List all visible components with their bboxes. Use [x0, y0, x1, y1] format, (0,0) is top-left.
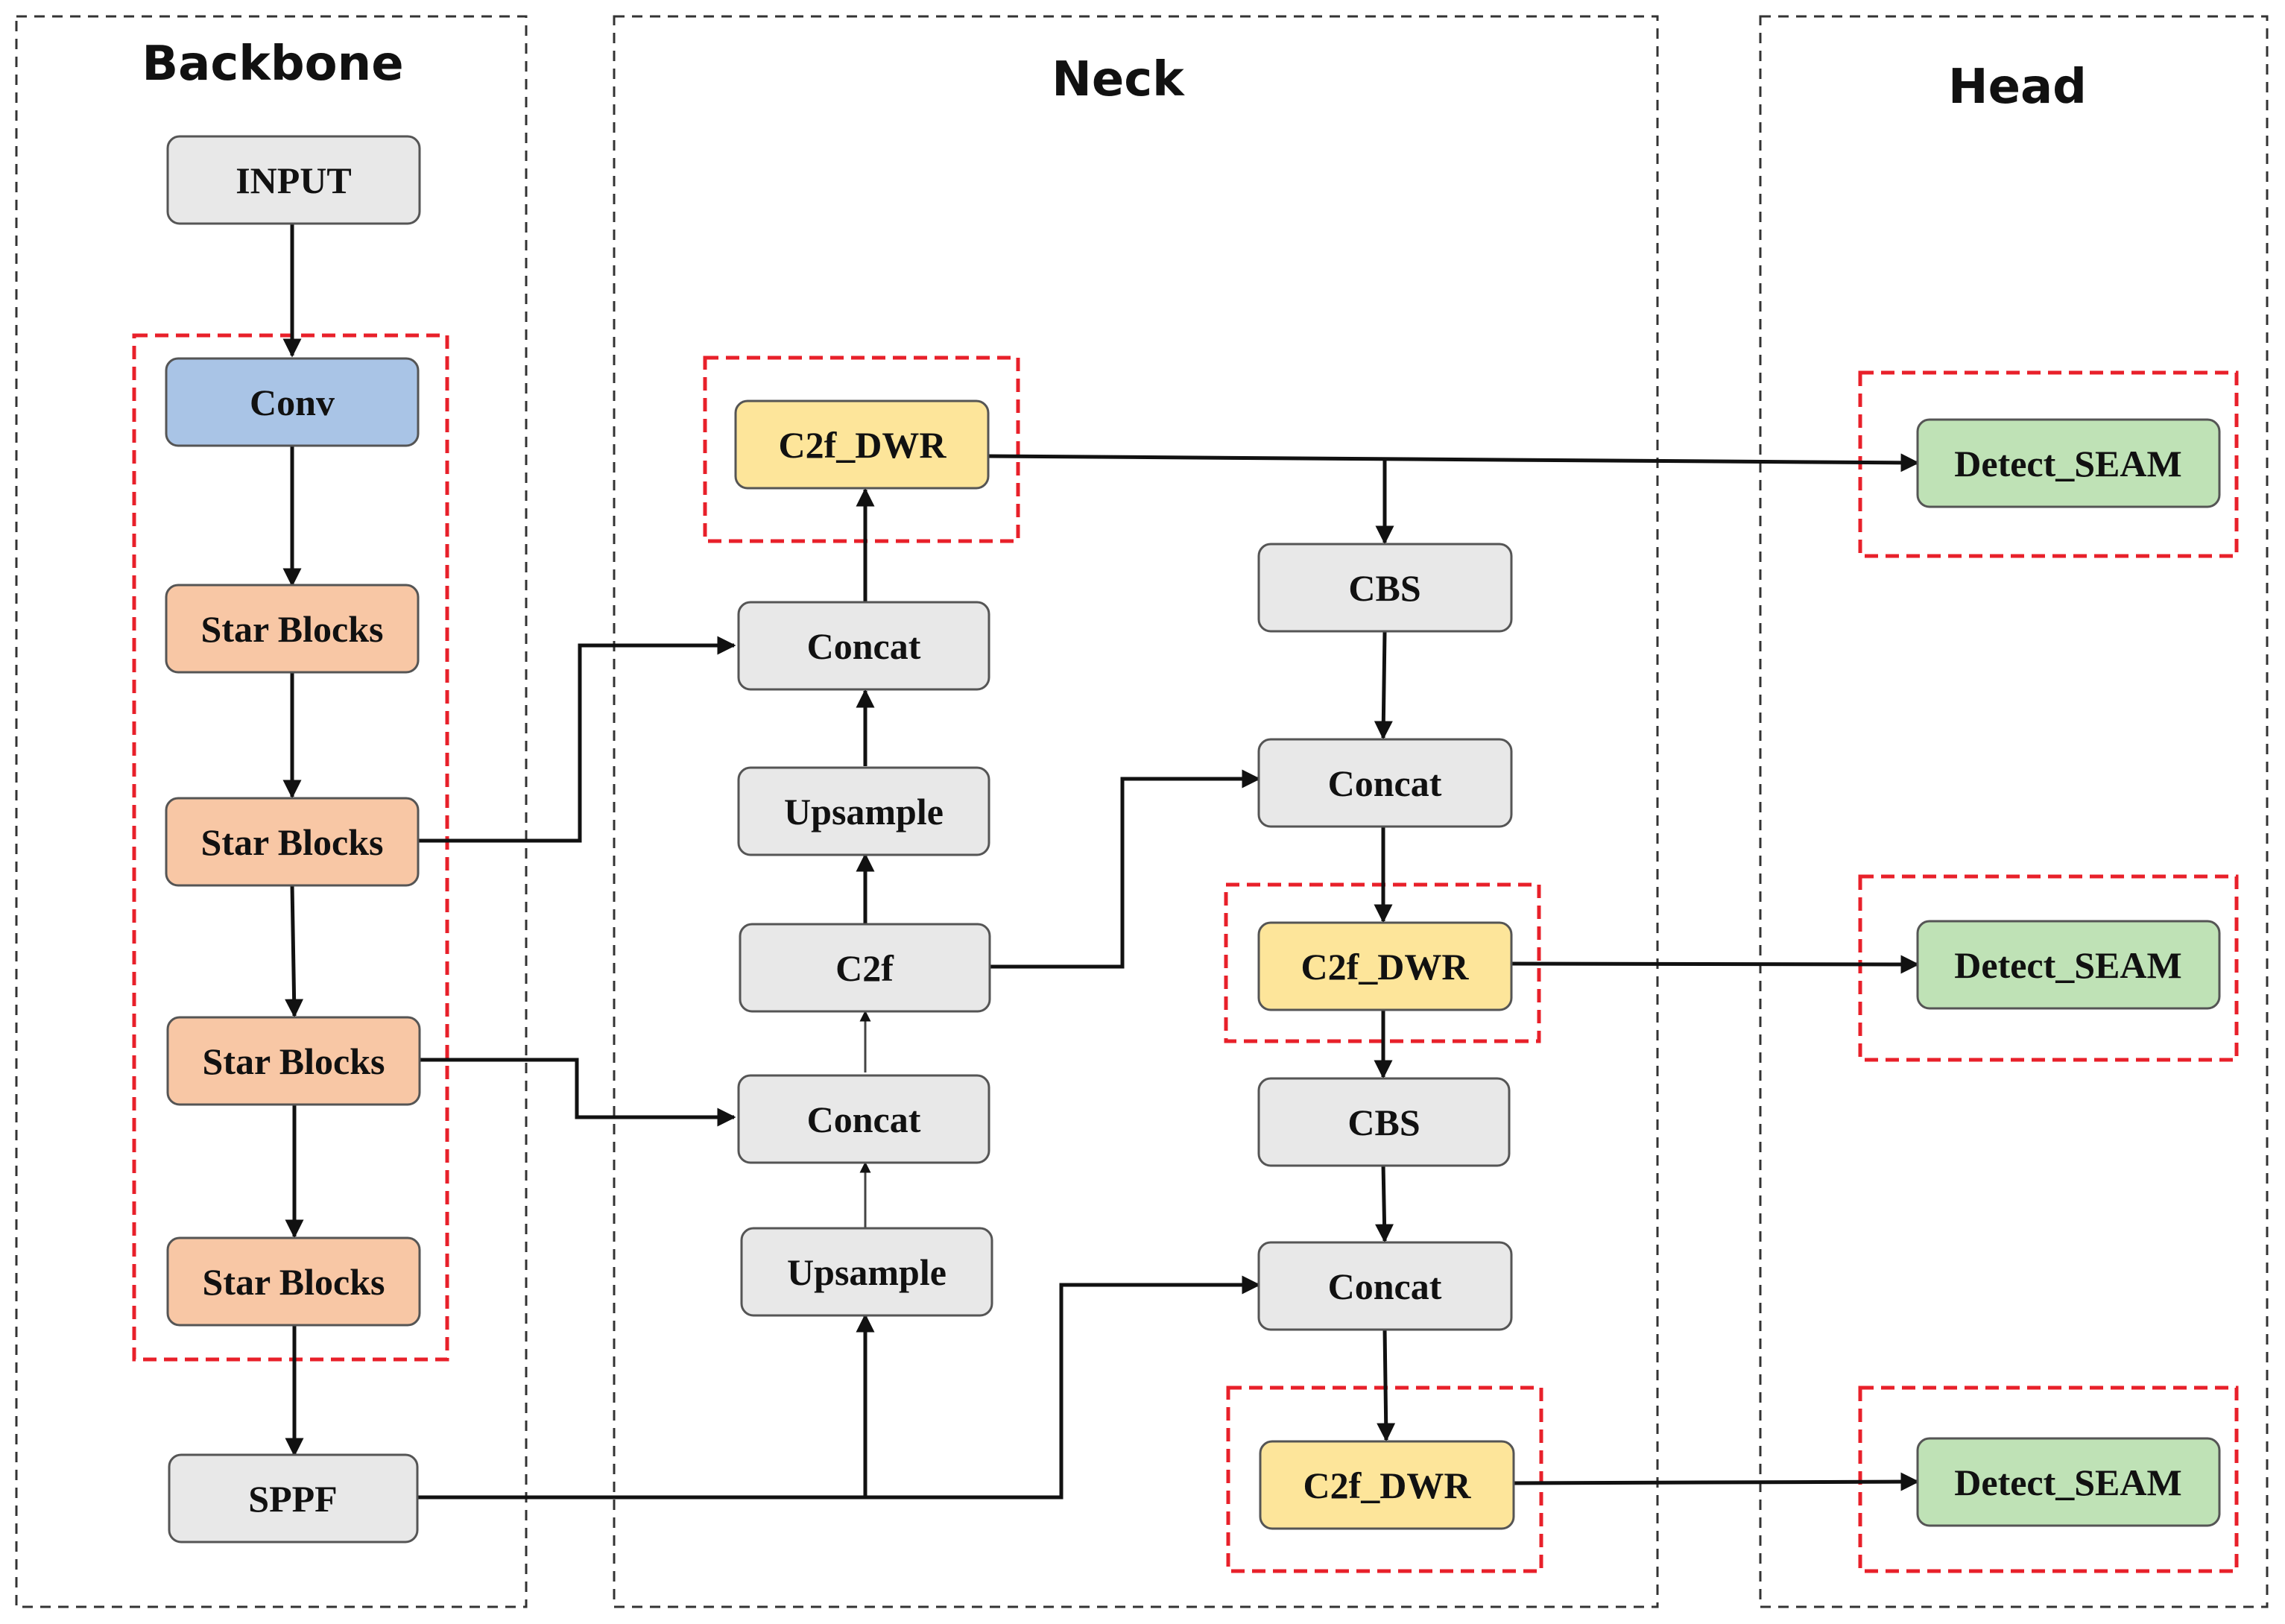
node-c2f-dwr-top: C2f_DWR: [734, 399, 990, 490]
edge-star2-star3: [285, 885, 304, 1018]
node-detect-seam-2: Detect_SEAM: [1916, 920, 2221, 1010]
head-section-frame: [1759, 15, 2269, 1608]
node-concat-r2: Concat: [1257, 1241, 1513, 1331]
node-c2f: C2f: [739, 923, 991, 1013]
node-input-label: INPUT: [236, 159, 352, 201]
node-concat-mid-label: Concat: [807, 1099, 921, 1140]
backbone-title: Backbone: [142, 37, 403, 92]
detect-seam-2-highlight: [1858, 874, 2239, 1062]
backbone-section-frame: [15, 15, 528, 1608]
node-cbs-2-label: CBS: [1347, 1102, 1420, 1143]
edge-c2f-dwr-top-detect-1: [987, 453, 1920, 473]
node-star-blocks-2-label: Star Blocks: [201, 821, 384, 863]
head-title: Head: [1948, 60, 2087, 115]
node-concat-mid: Concat: [737, 1074, 990, 1164]
node-detect-seam-1: Detect_SEAM: [1916, 418, 2221, 508]
node-upsample-bottom: Upsample: [740, 1227, 993, 1317]
node-detect-seam-3-label: Detect_SEAM: [1954, 1462, 2181, 1503]
detect-seam-1-highlight: [1858, 370, 2239, 558]
node-concat-r1-label: Concat: [1328, 762, 1442, 804]
node-c2f-dwr-bottom: C2f_DWR: [1259, 1440, 1515, 1530]
node-cbs-1-label: CBS: [1348, 567, 1420, 609]
node-star-blocks-1-label: Star Blocks: [201, 608, 384, 650]
c2f-dwr-top-highlight: [703, 356, 1020, 543]
node-detect-seam-1-label: Detect_SEAM: [1954, 443, 2181, 484]
node-c2f-dwr-top-label: C2f_DWR: [779, 424, 947, 466]
edge-concat-r2-c2f-dwr-bottom: [1377, 1328, 1396, 1442]
neck-title: Neck: [1052, 52, 1185, 107]
detect-seam-3-highlight: [1858, 1386, 2239, 1573]
edges: [282, 224, 1920, 1500]
node-c2f-label: C2f: [835, 947, 894, 989]
node-concat-r1: Concat: [1257, 738, 1513, 828]
node-concat-top: Concat: [737, 601, 990, 691]
node-star-blocks-2: Star Blocks: [165, 797, 420, 887]
edge-cbs1-concat-r1: [1374, 631, 1393, 740]
node-input: INPUT: [166, 135, 421, 225]
node-star-blocks-3: Star Blocks: [166, 1016, 421, 1106]
node-conv-label: Conv: [250, 382, 335, 423]
node-upsample-bottom-label: Upsample: [787, 1251, 946, 1293]
nodes: INPUT Conv Star Blocks Star Blocks Star …: [165, 135, 2221, 1544]
node-upsample-top-label: Upsample: [784, 791, 944, 832]
edge-c2f-concat-r1: [990, 769, 1261, 969]
node-star-blocks-4-label: Star Blocks: [203, 1261, 385, 1303]
edge-star2-concat-top: [419, 636, 736, 843]
neck-section-frame: [613, 15, 1659, 1608]
node-star-blocks-1: Star Blocks: [165, 584, 420, 674]
node-star-blocks-4: Star Blocks: [166, 1236, 421, 1327]
node-cbs-2: CBS: [1257, 1077, 1511, 1167]
node-c2f-dwr-bottom-label: C2f_DWR: [1303, 1465, 1472, 1506]
node-detect-seam-2-label: Detect_SEAM: [1954, 944, 2181, 986]
edge-sppf-concat-r2: [417, 1275, 1261, 1500]
node-conv: Conv: [165, 357, 420, 447]
edge-c2f-dwr-bottom-detect-3: [1513, 1472, 1920, 1491]
node-c2f-dwr-mid: C2f_DWR: [1257, 921, 1513, 1011]
node-detect-seam-3: Detect_SEAM: [1916, 1437, 2221, 1527]
node-upsample-top: Upsample: [737, 766, 990, 856]
node-sppf-label: SPPF: [248, 1478, 337, 1520]
edge-cbs2-concat-r2: [1375, 1163, 1394, 1243]
node-sppf: SPPF: [168, 1453, 419, 1544]
node-concat-top-label: Concat: [807, 625, 921, 667]
node-star-blocks-3-label: Star Blocks: [203, 1040, 385, 1082]
node-cbs-1: CBS: [1257, 543, 1513, 633]
edge-star3-concat-mid: [419, 1058, 736, 1127]
node-c2f-dwr-mid-label: C2f_DWR: [1301, 946, 1470, 988]
node-concat-r2-label: Concat: [1328, 1266, 1442, 1307]
